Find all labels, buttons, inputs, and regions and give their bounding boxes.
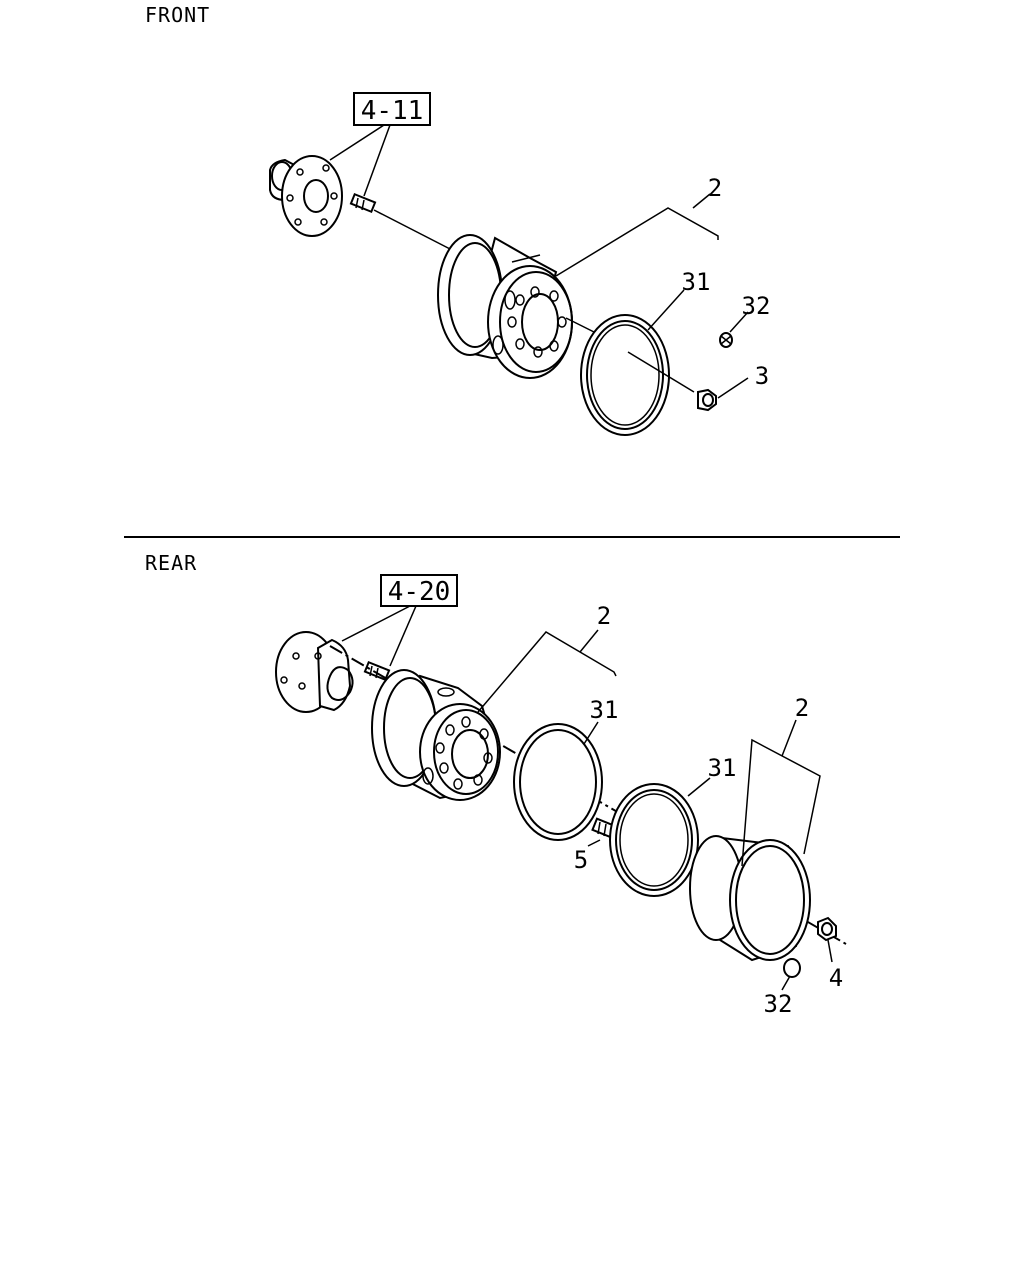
rear-hub	[275, 631, 354, 713]
rear-callout-nut: 4	[829, 964, 843, 992]
rear-wheel-outer	[689, 835, 811, 962]
rear-callout-wheel-inner: 2	[597, 602, 611, 630]
rear-ref-leader-stud	[389, 605, 417, 667]
rear-callout-wheel-outer: 2	[795, 694, 809, 722]
front-nut-leader	[717, 377, 749, 399]
rear-ref-label: 4-20	[388, 577, 451, 607]
rear-nut-leader	[827, 939, 833, 963]
front-stud	[349, 192, 377, 214]
rear-inner-ring-leader	[583, 721, 599, 745]
rear-callout-ring-inner: 31	[590, 696, 619, 724]
rear-callout-stud: 5	[574, 846, 588, 874]
front-title: FRONT	[145, 3, 210, 27]
rear-nut	[817, 916, 837, 942]
front-axis-line-2	[565, 317, 599, 335]
front-hub	[269, 155, 343, 237]
rear-ref-leader-hub	[341, 605, 411, 642]
front-ref-label: 4-11	[361, 96, 424, 126]
front-axis-line	[373, 209, 453, 251]
rear-outer-wheel-bracket	[741, 738, 821, 867]
front-ref-box[interactable]: 4-11	[353, 92, 431, 126]
front-ring-axis	[627, 351, 695, 393]
front-nut	[697, 388, 717, 412]
front-ring	[580, 314, 670, 436]
rear-ref-box[interactable]: 4-20	[380, 574, 458, 607]
front-wheel-bracket	[555, 207, 719, 277]
front-callout-nut: 3	[755, 362, 769, 390]
front-ref-leader-hub	[329, 124, 385, 161]
rear-outer-wheel-leader	[781, 719, 797, 757]
rear-callout-cap: 32	[764, 990, 793, 1018]
rear-wheel-inner	[371, 669, 501, 801]
rear-inner-wheel-leader	[579, 629, 599, 653]
front-wheel-leader	[692, 193, 711, 209]
rear-section: REAR 4-20	[145, 551, 847, 1018]
rear-ring-inner	[513, 723, 603, 841]
front-section: FRONT 4-11	[145, 3, 771, 436]
front-cap	[719, 332, 733, 348]
rear-stud-leader	[587, 839, 601, 847]
rear-cap	[783, 958, 801, 978]
rear-outer-ring-leader	[687, 777, 711, 797]
front-callout-cap: 32	[742, 292, 771, 320]
front-callout-ring: 31	[682, 268, 711, 296]
rear-title: REAR	[145, 551, 197, 575]
rear-stud	[363, 660, 391, 682]
rear-callout-ring-outer: 31	[708, 754, 737, 782]
front-callout-wheel: 2	[708, 174, 722, 202]
front-cap-leader	[729, 311, 749, 333]
front-wheel	[437, 234, 573, 379]
front-ring-leader	[647, 289, 685, 331]
rear-cap-leader	[781, 975, 791, 991]
front-ref-leader-stud	[363, 124, 391, 197]
rear-ring-outer	[609, 783, 699, 897]
